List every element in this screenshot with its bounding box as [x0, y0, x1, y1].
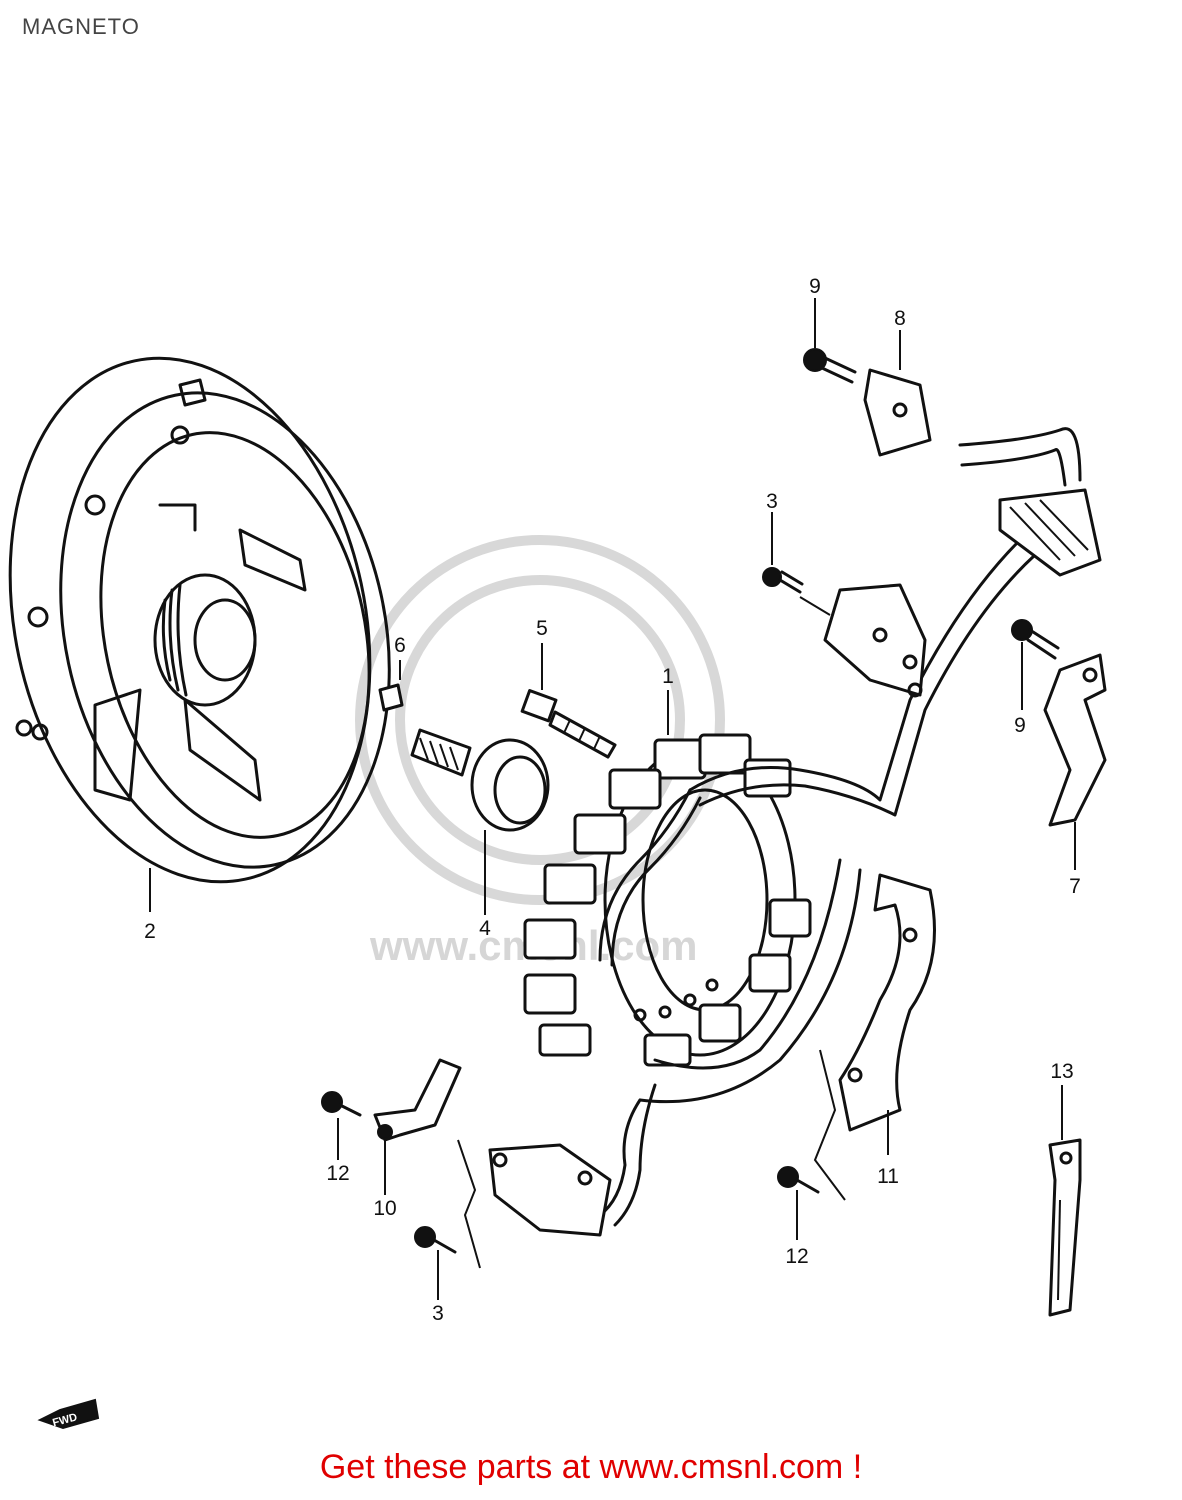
callout-3-upper: 3 [766, 490, 778, 513]
callout-13: 13 [1050, 1060, 1073, 1083]
callout-2: 2 [144, 920, 156, 943]
cover-plate-11 [813, 873, 936, 1201]
callout-5: 5 [536, 617, 548, 640]
stator-assembly [523, 733, 812, 1067]
screw-12-left [321, 1091, 362, 1117]
callout-8: 8 [894, 307, 906, 330]
screw-3-upper [762, 567, 804, 594]
callout-6: 6 [394, 634, 406, 657]
callout-7: 7 [1069, 875, 1081, 898]
callout-12-right: 12 [785, 1245, 808, 1268]
pickup-coil-upper [823, 583, 927, 698]
callout-9-upper: 9 [809, 275, 821, 298]
fwd-arrow-icon: FWD [37, 1398, 100, 1429]
clip-10 [373, 1058, 462, 1142]
magneto-exploded-diagram: www.cmsnl.com 2 6 4 [8, 275, 1107, 1429]
bracket-7 [1043, 653, 1107, 827]
pickup-coil-lower [488, 1143, 612, 1237]
callout-3-lower: 3 [432, 1302, 444, 1325]
callout-1: 1 [662, 665, 674, 688]
screw-3-lower [414, 1139, 481, 1269]
flywheel-rotor [8, 356, 391, 884]
woodruff-key [378, 683, 404, 712]
wiring-harness [598, 427, 1102, 1227]
callout-10: 10 [373, 1197, 396, 1220]
screw-12-right [777, 1166, 820, 1194]
strap-13 [1048, 1138, 1082, 1317]
screw-9-right [1011, 619, 1060, 660]
rotor-bolt [410, 728, 550, 832]
watermark-logo: www.cmsnl.com [355, 535, 725, 969]
callout-11: 11 [877, 1165, 899, 1188]
callout-12-left: 12 [326, 1162, 349, 1185]
footer-link-text[interactable]: Get these parts at www.cmsnl.com ! [319, 1448, 863, 1486]
wire-clamp-8 [863, 368, 932, 457]
diagram-title: MAGNETO [22, 14, 140, 39]
screw-9-upper [803, 348, 857, 384]
callout-9-right: 9 [1014, 714, 1026, 737]
callout-4: 4 [479, 917, 491, 940]
stator-screw [520, 689, 617, 759]
